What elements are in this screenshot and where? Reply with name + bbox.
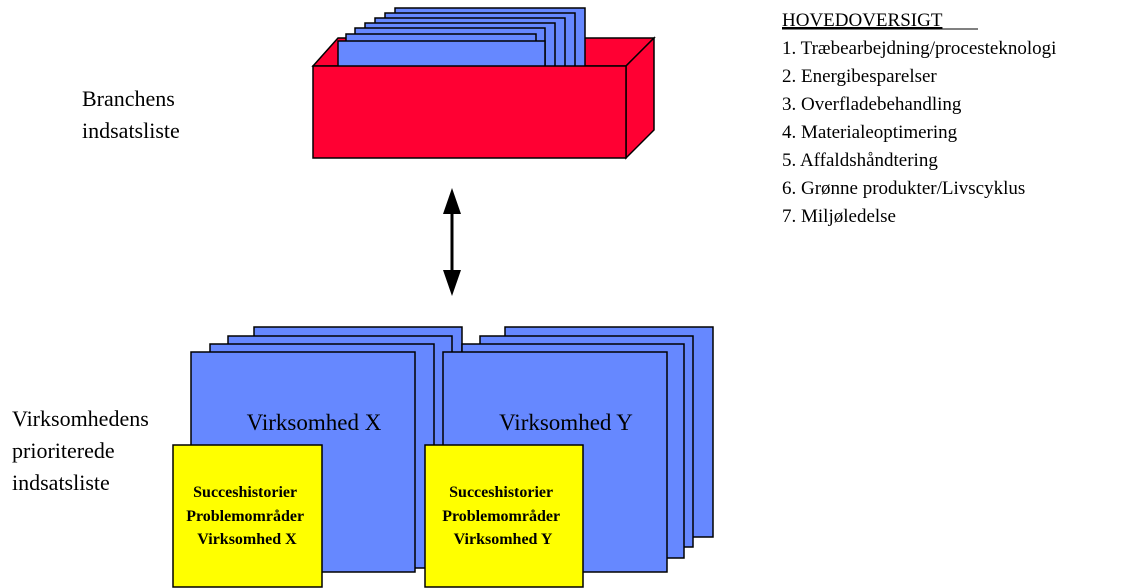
file-card [337,40,546,69]
company-x-name: Virksomhed X [247,410,382,435]
industry-box [311,7,656,160]
overview-item: 5. Affaldshåndtering [782,150,938,171]
note-card [424,444,584,588]
overview-title: HOVEDOVERSIGT [782,10,943,31]
note-card [172,444,323,588]
box-front [312,65,627,159]
note-x: Succeshistorier Problemområder Virksomhe… [172,444,323,588]
overview-item: 2. Energibesparelser [782,66,937,87]
company-label: Virksomhedens prioriterede indsatsliste [12,406,154,495]
note-y: Succeshistorier Problemområder Virksomhe… [424,444,584,588]
double-arrow-icon [443,188,461,296]
note-y-text: Succeshistorier Problemområder Virksomhe… [442,484,564,548]
overview-item: 7. Miljøledelse [782,206,896,227]
overview-item: 3. Overfladebehandling [782,94,962,115]
note-x-text: Succeshistorier Problemområder Virksomhe… [186,484,308,548]
overview-list: HOVEDOVERSIGT 1. Træbearbejdning/procest… [782,10,1056,227]
branch-label: Branchens indsatsliste [82,86,180,143]
overview-item: 6. Grønne produkter/Livscyklus [782,178,1025,199]
overview-item: 1. Træbearbejdning/procesteknologi [782,38,1056,59]
overview-item: 4. Materialeoptimering [782,122,958,143]
company-y-name: Virksomhed Y [499,410,633,435]
